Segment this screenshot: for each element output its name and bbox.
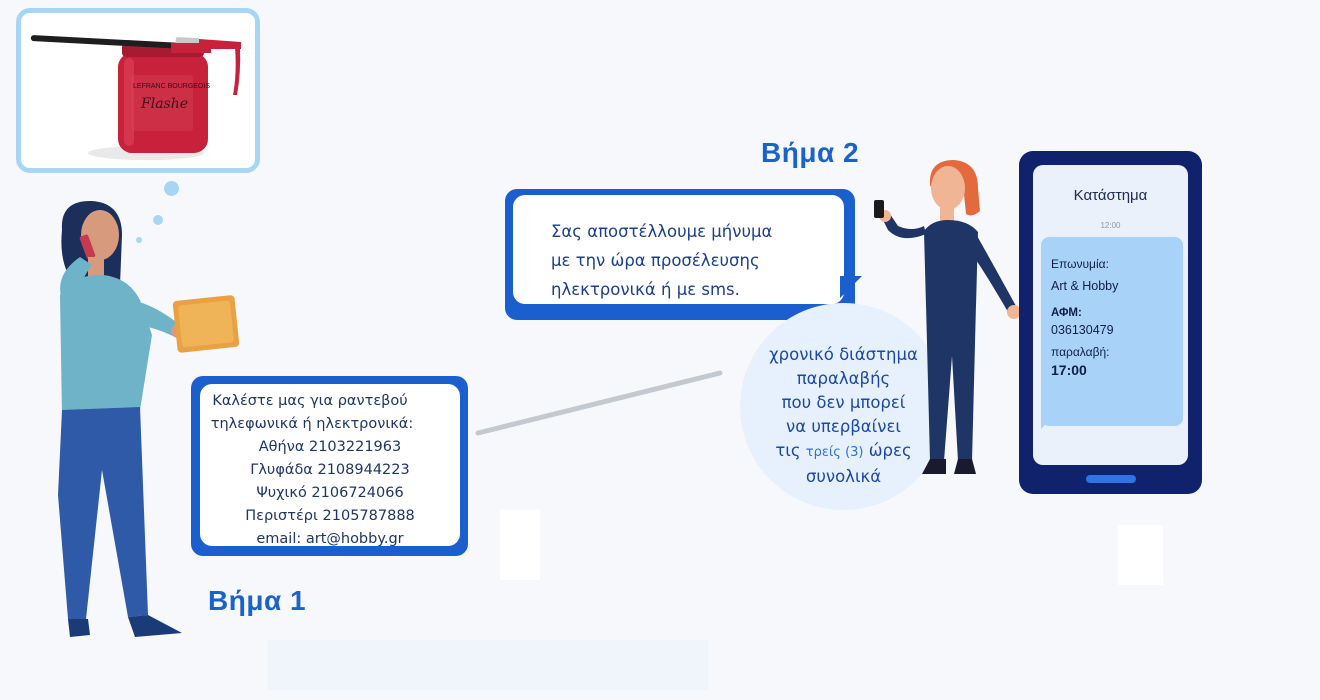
phone-screen: Κατάστημα 12:00 Επωνυμία: Art & Hobby ΑΦ… [1033,165,1188,465]
message-bubble-inner: Σας αποστέλλουμε μήνυμα με την ώρα προσέ… [513,195,844,304]
contact-info-box: Καλέστε μας για ραντεβού τηλεφωνικά ή ηλ… [191,376,468,556]
message-bubble: Σας αποστέλλουμε μήνυμα με την ώρα προσέ… [505,189,855,320]
pickup-window-text: χρονικό διάστημα παραλαβής που δεν μπορε… [740,343,947,489]
sms-name-label: Επωνυμία: [1051,257,1109,271]
contact-phone-psychiko: Ψυχικό 2106724066 [256,485,404,501]
sms-tax-label: ΑΦΜ: [1051,307,1082,319]
pickup-line: που δεν μπορεί [781,393,906,412]
contact-line: Καλέστε μας για ραντεβού [212,393,408,409]
phone-home-button [1086,475,1136,483]
contact-phone-glyfada: Γλυφάδα 2108944223 [250,462,410,478]
message-line: ηλεκτρονικά ή με sms. [551,280,740,299]
contact-info-inner: Καλέστε μας για ραντεβού τηλεφωνικά ή ηλ… [200,384,460,547]
pickup-window-note: χρονικό διάστημα παραλαβής που δεν μπορε… [740,303,947,510]
contact-line: τηλεφωνικά ή ηλεκτρονικά: [210,416,414,432]
bg-patch [500,510,540,580]
pickup-line: τις τρείς (3) ώρες [740,439,947,465]
sms-tax-value: 036130479 [1051,323,1114,337]
bg-patch [268,640,708,690]
step-2-label: Βήμα 2 [761,137,860,168]
message-bubble-tail [840,276,862,298]
message-timestamp: 12:00 [1100,221,1121,230]
pickup-prefix: τις [775,441,801,460]
phone-title: Κατάστημα [1073,187,1148,204]
contact-email[interactable]: email: art@hobby.gr [256,531,404,547]
thought-dot [164,181,179,196]
pickup-line: χρονικό διάστημα [769,345,918,364]
woman-with-smartphone-illustration [874,160,1021,474]
sms-name-value: Art & Hobby [1051,279,1119,293]
sms-pickup-time: 17:00 [1051,362,1087,378]
paint-jar-illustration: LEFRANC BOURGEOIS Flashe [21,13,255,168]
jar-product-text: Flashe [140,96,188,112]
smartphone-mockup: Κατάστημα 12:00 Επωνυμία: Art & Hobby ΑΦ… [1019,151,1202,494]
contact-phone-athens: Αθήνα 2103221963 [258,439,402,455]
message-line: με την ώρα προσέλευσης [551,251,760,270]
jar-brand-text: LEFRANC BOURGEOIS [133,83,210,90]
pickup-hours-count: τρείς (3) [805,445,864,460]
bg-patch [1118,525,1163,585]
thought-dot [153,215,163,225]
step-1-label: Βήμα 1 [208,585,307,616]
product-thumbnail: LEFRANC BOURGEOIS Flashe [16,8,260,173]
pickup-line: παραλαβής [796,369,891,388]
thought-dot [136,237,142,243]
pickup-line: να υπερβαίνει [786,417,901,436]
message-line: Σας αποστέλλουμε μήνυμα [551,222,773,241]
pickup-suffix: ώρες [868,441,912,460]
pickup-line: συνολικά [805,467,882,486]
woman-on-phone-illustration [58,200,240,637]
message-bubble-text: Σας αποστέλλουμε μήνυμα με την ώρα προσέ… [551,217,772,304]
contact-info-text: Καλέστε μας για ραντεβού τηλεφωνικά ή ηλ… [200,390,460,551]
sms-pickup-label: παραλαβή: [1051,345,1110,359]
contact-phone-peristeri: Περιστέρι 2105787888 [245,508,415,524]
connector-line [475,370,723,436]
sms-bubble: Επωνυμία: Art & Hobby ΑΦΜ: 036130479 παρ… [1041,237,1183,426]
